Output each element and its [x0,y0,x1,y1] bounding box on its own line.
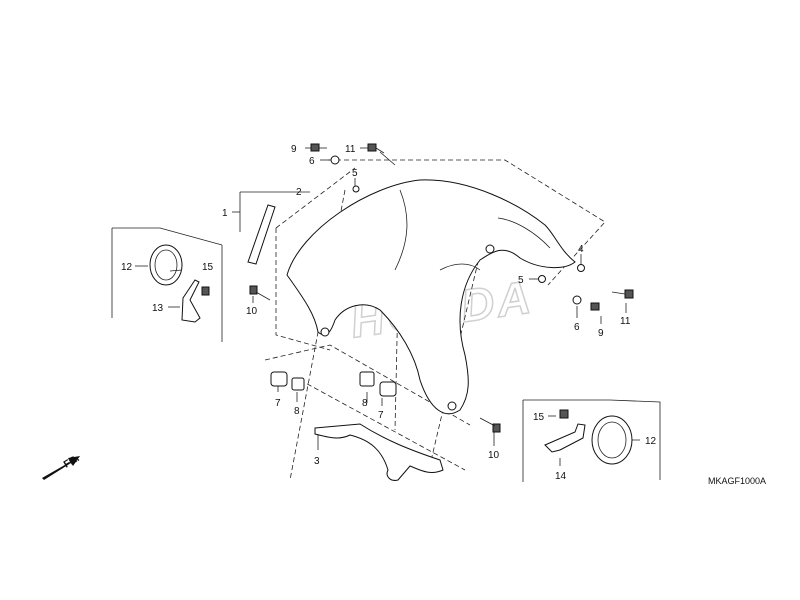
callout-4: 4 [578,244,584,255]
right-reflector-parts [544,409,633,465]
front-direction-label: FR. [62,453,82,471]
callout-labels: 9 6 11 5 2 1 4 5 6 9 11 12 15 13 10 7 8 … [121,144,657,482]
callout-14: 14 [555,471,567,482]
diagram-code: MKAGF1000A [708,476,766,486]
callout-8: 8 [294,406,300,417]
left-reflector-parts [149,244,210,323]
callout-12: 12 [645,436,657,447]
callout-15: 15 [533,412,545,423]
callout-9: 9 [291,144,297,155]
grommets-collars [270,371,397,397]
bolts-10 [249,285,501,433]
callout-7: 7 [378,410,384,421]
callout-10: 10 [246,306,258,317]
callout-11: 11 [620,316,631,327]
callout-1: 1 [222,208,228,219]
right-fasteners [538,264,634,311]
part-3-bracket [314,423,444,481]
callout-10: 10 [488,450,500,461]
part-2-front-fender [286,179,576,415]
callout-11: 11 [345,144,356,155]
callout-8: 8 [362,398,368,409]
callout-9: 9 [598,328,604,339]
callout-5: 5 [352,168,358,179]
callout-6: 6 [574,322,580,333]
top-fasteners [310,143,385,193]
callout-6: 6 [309,156,315,167]
callout-12: 12 [121,262,133,273]
callout-2: 2 [296,187,302,198]
front-direction-arrow: FR. [42,453,82,480]
callout-13: 13 [152,303,164,314]
callout-7: 7 [275,398,281,409]
part-1-strip [247,204,276,265]
callout-15: 15 [202,262,214,273]
callout-3: 3 [314,456,320,467]
right-reflector-box [522,399,661,482]
callout-5: 5 [518,275,524,286]
left-reflector-box [111,227,223,342]
